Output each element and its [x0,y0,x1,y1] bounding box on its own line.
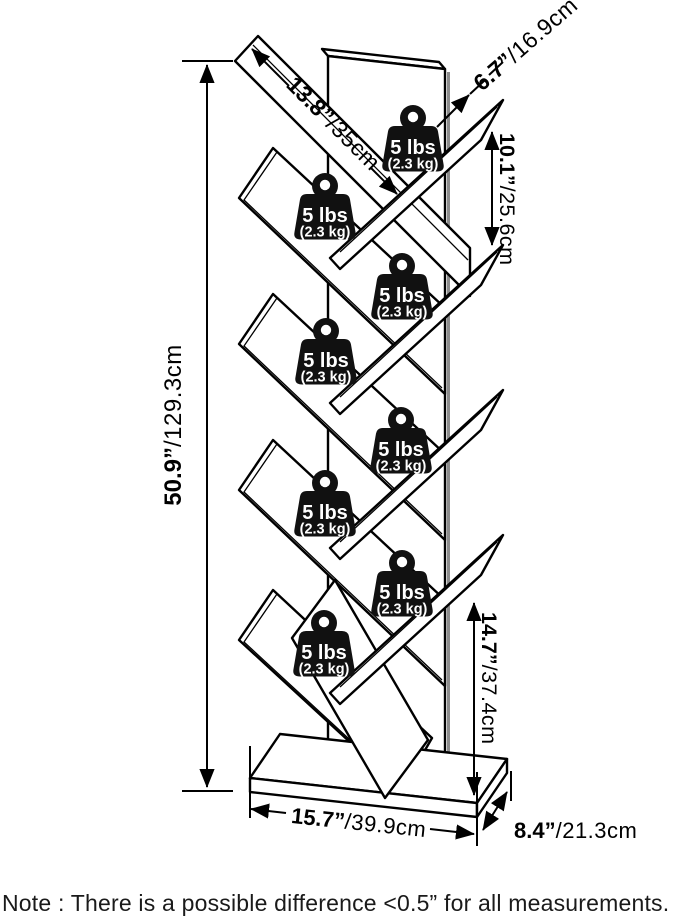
dimension-height-label: 50.9”/129.3cm [160,344,187,505]
dimension-upper-gap: 10.1”/25.6cm [484,131,519,266]
dimension-height: 50.9”/129.3cm [160,60,233,792]
dimension-upper-gap-label: 10.1”/25.6cm [495,133,519,266]
tolerance-note: Note : There is a possible difference <0… [2,890,669,916]
dimension-tip-depth-label: 6.7”/16.9cm [468,0,582,96]
dimension-lower-gap: 14.7”/37.4cm [466,602,501,796]
dimension-base-depth-label: 8.4”/21.3cm [514,818,637,843]
dimension-base-depth: 8.4”/21.3cm [482,771,637,843]
dimension-tip-depth: 6.7”/16.9cm [436,0,582,128]
dimension-lower-gap-label: 14.7”/37.4cm [477,612,501,745]
